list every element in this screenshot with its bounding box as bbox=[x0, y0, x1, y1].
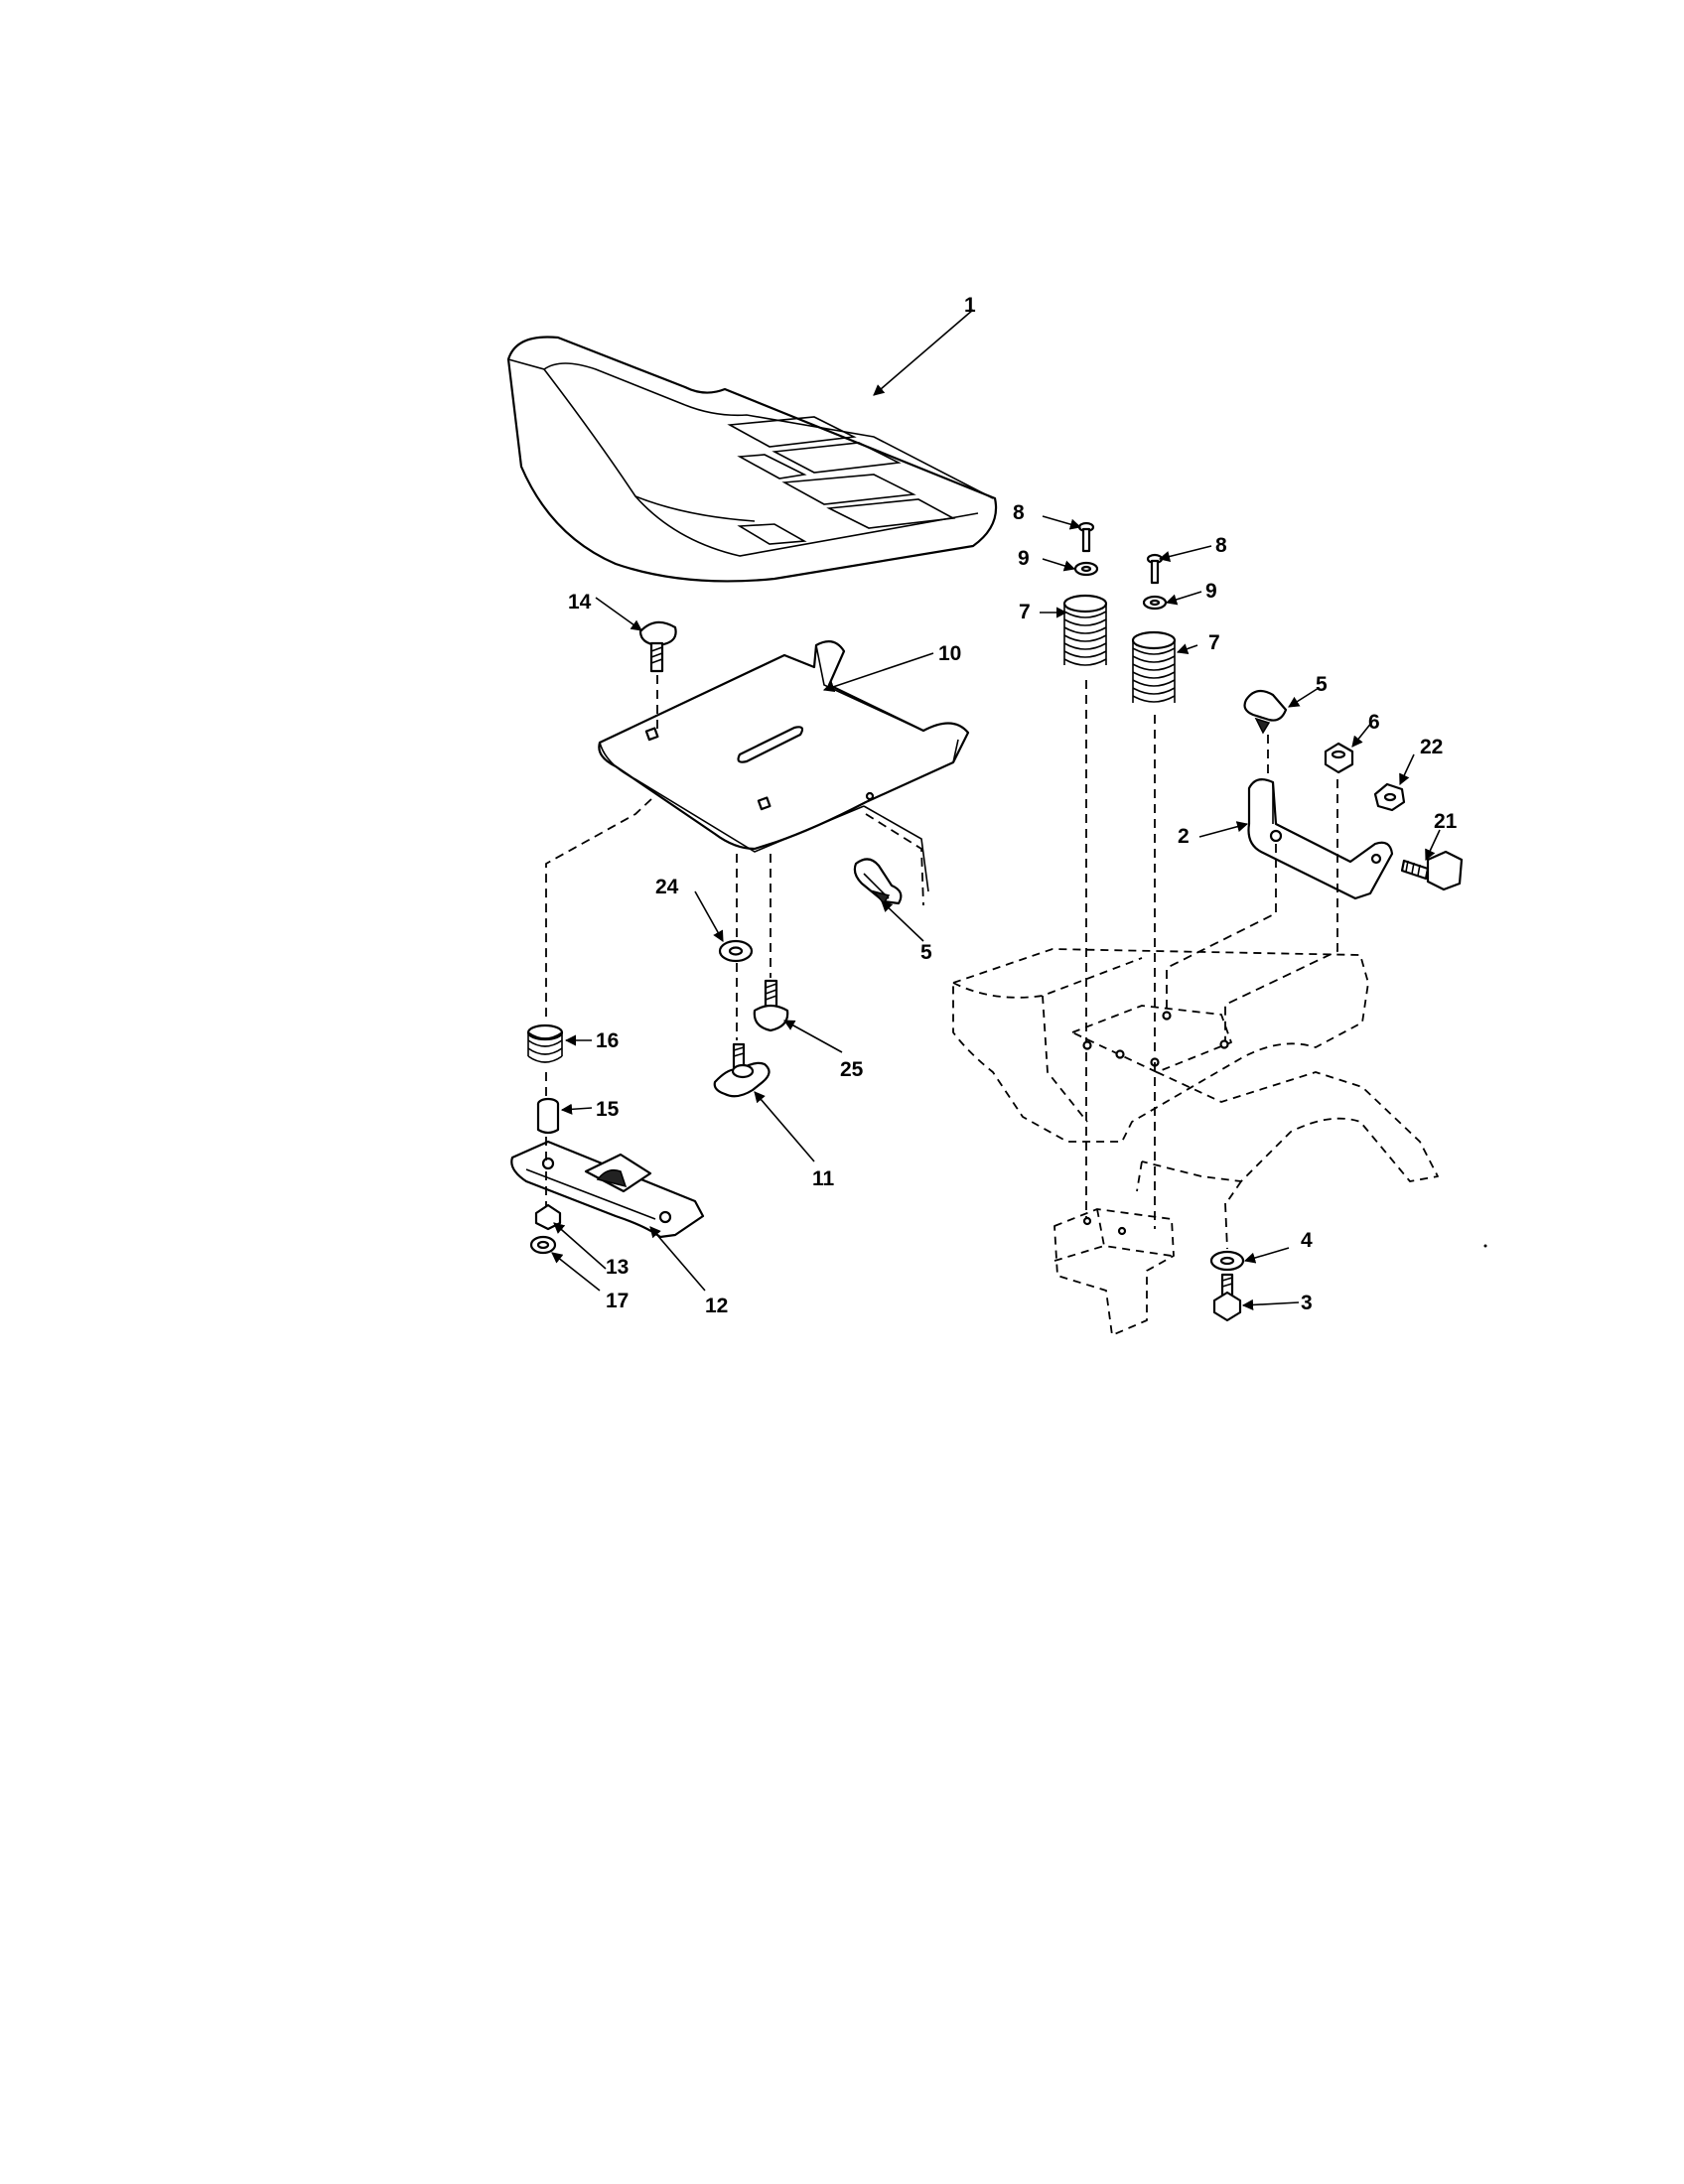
bolt-8-left-part bbox=[1077, 521, 1095, 553]
callout-21: 21 bbox=[1434, 810, 1458, 833]
callout-6: 6 bbox=[1368, 711, 1380, 734]
callout-25: 25 bbox=[840, 1058, 864, 1081]
nut-22-part bbox=[1373, 782, 1406, 812]
callout-9-left: 9 bbox=[1018, 547, 1030, 570]
washer-9-right-part bbox=[1142, 595, 1168, 611]
tractor-frame-outline bbox=[952, 948, 1439, 1336]
callout-17: 17 bbox=[606, 1290, 629, 1312]
spring-7-right-part bbox=[1131, 630, 1177, 703]
callout-5-left: 5 bbox=[920, 941, 932, 964]
callout-22: 22 bbox=[1420, 736, 1443, 758]
callout-16: 16 bbox=[596, 1029, 619, 1052]
bolt-3-part bbox=[1212, 1273, 1242, 1322]
washer-17-part bbox=[529, 1235, 557, 1255]
seat-bracket-part bbox=[510, 1140, 705, 1239]
callout-13: 13 bbox=[606, 1256, 629, 1279]
callout-9-right: 9 bbox=[1205, 580, 1217, 603]
spacer-15-part bbox=[536, 1097, 560, 1135]
callout-14: 14 bbox=[568, 591, 592, 614]
callout-11: 11 bbox=[812, 1167, 835, 1190]
spring-16-part bbox=[526, 1024, 564, 1063]
callout-1: 1 bbox=[964, 294, 976, 317]
callout-7-left: 7 bbox=[1019, 601, 1031, 623]
wire-clip-right-part bbox=[1243, 689, 1288, 735]
seat-pan-part bbox=[598, 640, 970, 906]
mounting-bracket-part bbox=[1247, 777, 1394, 900]
callout-3: 3 bbox=[1301, 1292, 1313, 1314]
callout-7-right: 7 bbox=[1208, 631, 1220, 654]
carriage-bolt-part bbox=[638, 620, 677, 673]
callout-5-right: 5 bbox=[1316, 673, 1328, 696]
bolt-21-part bbox=[1400, 850, 1464, 891]
callout-8-left: 8 bbox=[1013, 501, 1025, 524]
seat-part bbox=[506, 336, 998, 583]
washer-9-left-part bbox=[1073, 561, 1099, 577]
callout-10: 10 bbox=[938, 642, 961, 665]
callout-2: 2 bbox=[1178, 825, 1190, 848]
callout-12: 12 bbox=[705, 1295, 728, 1317]
washer-4-part bbox=[1209, 1250, 1245, 1272]
callout-15: 15 bbox=[596, 1098, 620, 1121]
bolt-8-right-part bbox=[1146, 553, 1164, 585]
alignment-lines bbox=[545, 675, 1338, 1250]
leader-lines bbox=[551, 309, 1441, 1311]
adjustment-knob-part bbox=[713, 1042, 771, 1098]
lock-nut-6-part bbox=[1324, 742, 1354, 774]
stray-dot bbox=[1483, 1244, 1487, 1248]
washer-24-part bbox=[718, 939, 754, 963]
callout-24: 24 bbox=[655, 876, 679, 898]
wire-clip-left-part bbox=[853, 858, 903, 905]
callout-4: 4 bbox=[1301, 1229, 1313, 1252]
callout-labels: 1 2 3 4 5 5 6 7 7 8 8 9 9 10 11 12 13 14… bbox=[568, 294, 1458, 1317]
spring-7-left-part bbox=[1062, 594, 1108, 666]
callout-8-right: 8 bbox=[1215, 534, 1227, 557]
shoulder-bolt-part bbox=[753, 979, 789, 1032]
